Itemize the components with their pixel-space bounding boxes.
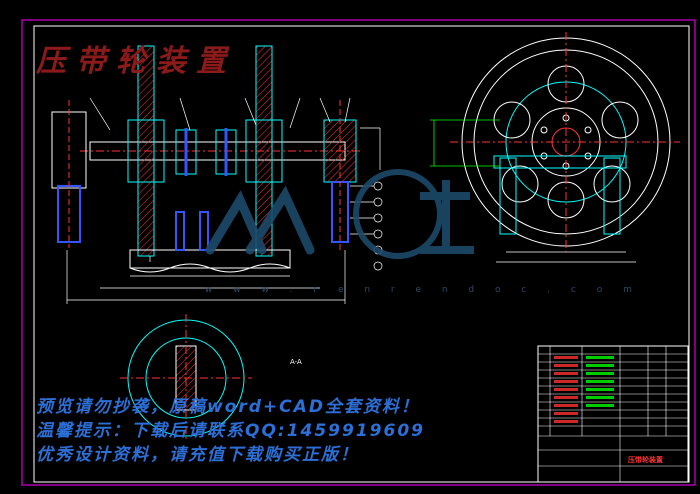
drawing-border-outer: [21, 19, 696, 486]
drawing-title: 压带轮装置: [36, 44, 236, 79]
parts-list: [537, 345, 689, 483]
section-label: A-A: [290, 358, 302, 366]
promo-line-1: 预览请勿抄袭，原稿word+CAD全套资料！: [36, 397, 420, 417]
title-block-frame: [537, 345, 689, 483]
drawing-border-inner: [33, 25, 690, 483]
promo-line-3: 优秀设计资料，请充值下载购买正版！: [36, 445, 359, 465]
right-plate: [255, 45, 273, 257]
watermark-logo: [205, 169, 474, 259]
promo-line-2: 温馨提示：下载后请联系QQ:1459919609: [36, 421, 425, 441]
watermark-site: w w w . r e n r e n d o c . c o m: [205, 285, 641, 295]
sheet-name: 压带轮装置: [628, 456, 663, 464]
right-hub: [245, 119, 283, 183]
left-hub: [127, 119, 165, 183]
right-support: [603, 157, 621, 235]
front-view: [51, 45, 383, 304]
left-plate: [137, 45, 155, 257]
left-support: [499, 157, 517, 235]
front-dimensions: [66, 127, 381, 304]
side-view: [430, 32, 680, 263]
part-callouts: [89, 97, 383, 271]
section-view: [120, 314, 252, 442]
cross-bar: [493, 155, 627, 169]
